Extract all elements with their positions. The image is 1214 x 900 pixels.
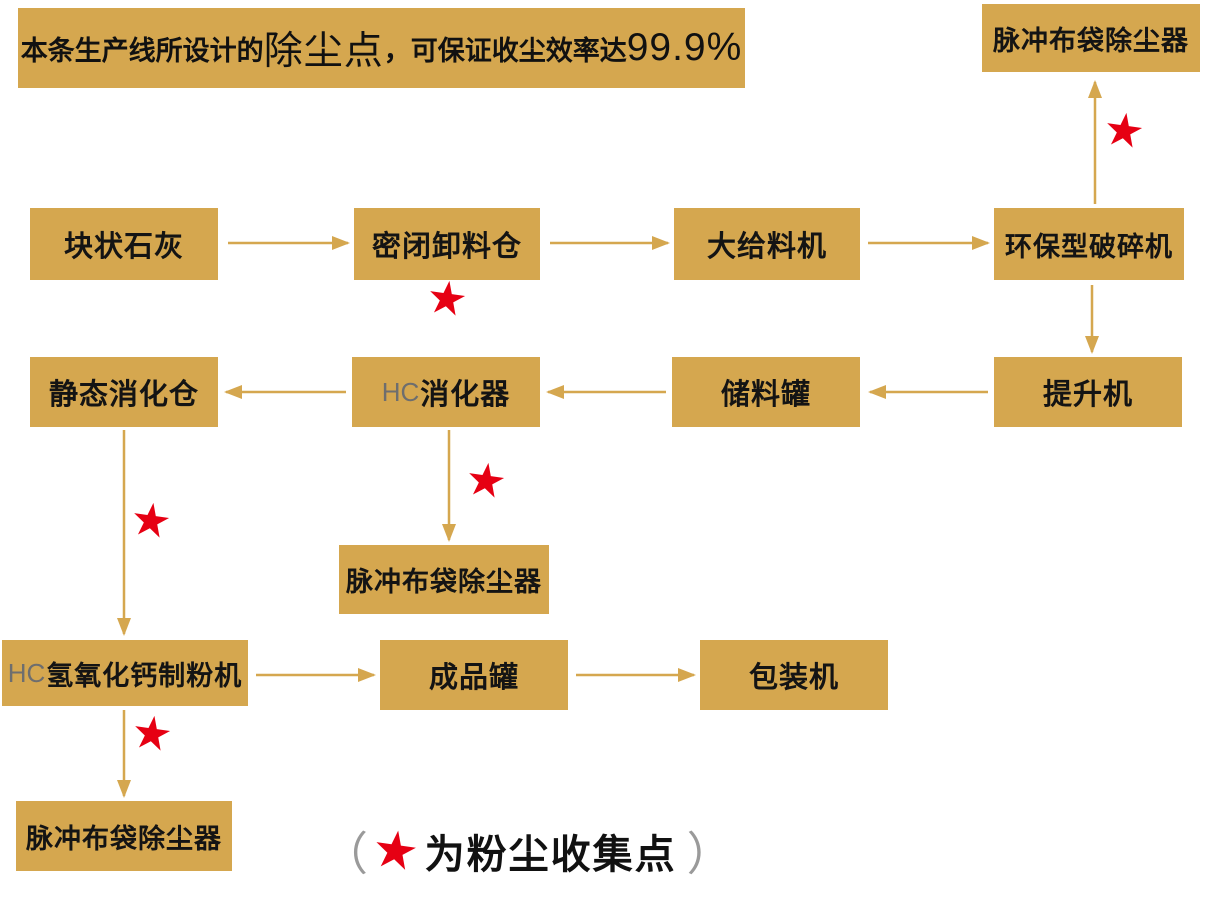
node-label: 密闭卸料仓 <box>371 231 522 263</box>
node-label: 包装机 <box>748 662 839 694</box>
legend-open-paren: （ <box>322 828 368 880</box>
node-label: 储料罐 <box>720 379 811 411</box>
node-big-feeder: 大给料机 <box>674 208 860 280</box>
node-label: 静态消化仓 <box>48 379 199 411</box>
node-label: 块状石灰 <box>63 231 184 263</box>
legend: （ ★ 为粉尘收集点 ） <box>322 818 733 884</box>
node-packing-machine: 包装机 <box>700 640 888 710</box>
node-dust-collector-bottom: 脉冲布袋除尘器 <box>16 801 232 871</box>
node-storage-tank: 储料罐 <box>672 357 860 427</box>
legend-text: 为粉尘收集点 <box>424 833 677 877</box>
node-dust-collector-top: 脉冲布袋除尘器 <box>982 4 1200 72</box>
banner-text: 本条生产线所设计的 <box>20 35 264 66</box>
node-label: 消化器 <box>420 379 511 411</box>
node-label: 大给料机 <box>706 231 827 263</box>
node-label: 脉冲布袋除尘器 <box>26 823 222 854</box>
banner-text-2: ，可保证收尘效率达 <box>383 35 627 66</box>
dust-point-star-sealed-silo: ★ <box>422 269 472 327</box>
dust-point-star-hc-mill: ★ <box>127 704 177 762</box>
node-label: 成品罐 <box>428 662 519 694</box>
node-label: 环保型破碎机 <box>1005 231 1173 262</box>
node-dust-collector-mid: 脉冲布袋除尘器 <box>339 545 549 614</box>
node-lump-lime: 块状石灰 <box>30 208 218 280</box>
legend-star-icon: ★ <box>368 819 423 883</box>
legend-close-paren: ） <box>686 828 733 880</box>
node-label-prefix: HC <box>7 657 46 688</box>
node-label: 脉冲布袋除尘器 <box>346 567 542 597</box>
node-static-digestion-silo: 静态消化仓 <box>30 357 218 427</box>
node-product-tank: 成品罐 <box>380 640 568 710</box>
node-label: 氢氧化钙制粉机 <box>46 660 243 691</box>
node-label-prefix: HC <box>381 376 420 407</box>
node-eco-crusher: 环保型破碎机 <box>994 208 1184 280</box>
node-sealed-unloading-silo: 密闭卸料仓 <box>354 208 540 280</box>
banner-efficiency-value: 99.9% <box>626 26 743 69</box>
node-label: 脉冲布袋除尘器 <box>993 25 1189 56</box>
dust-point-star-hc-digester: ★ <box>461 451 511 509</box>
banner-highlight: 除尘点 <box>263 30 384 73</box>
dust-point-star-static-silo: ★ <box>126 491 176 549</box>
dust-point-star-eco-crusher: ★ <box>1099 101 1149 159</box>
node-label: 提升机 <box>1042 379 1133 411</box>
node-bucket-elevator: 提升机 <box>994 357 1182 427</box>
